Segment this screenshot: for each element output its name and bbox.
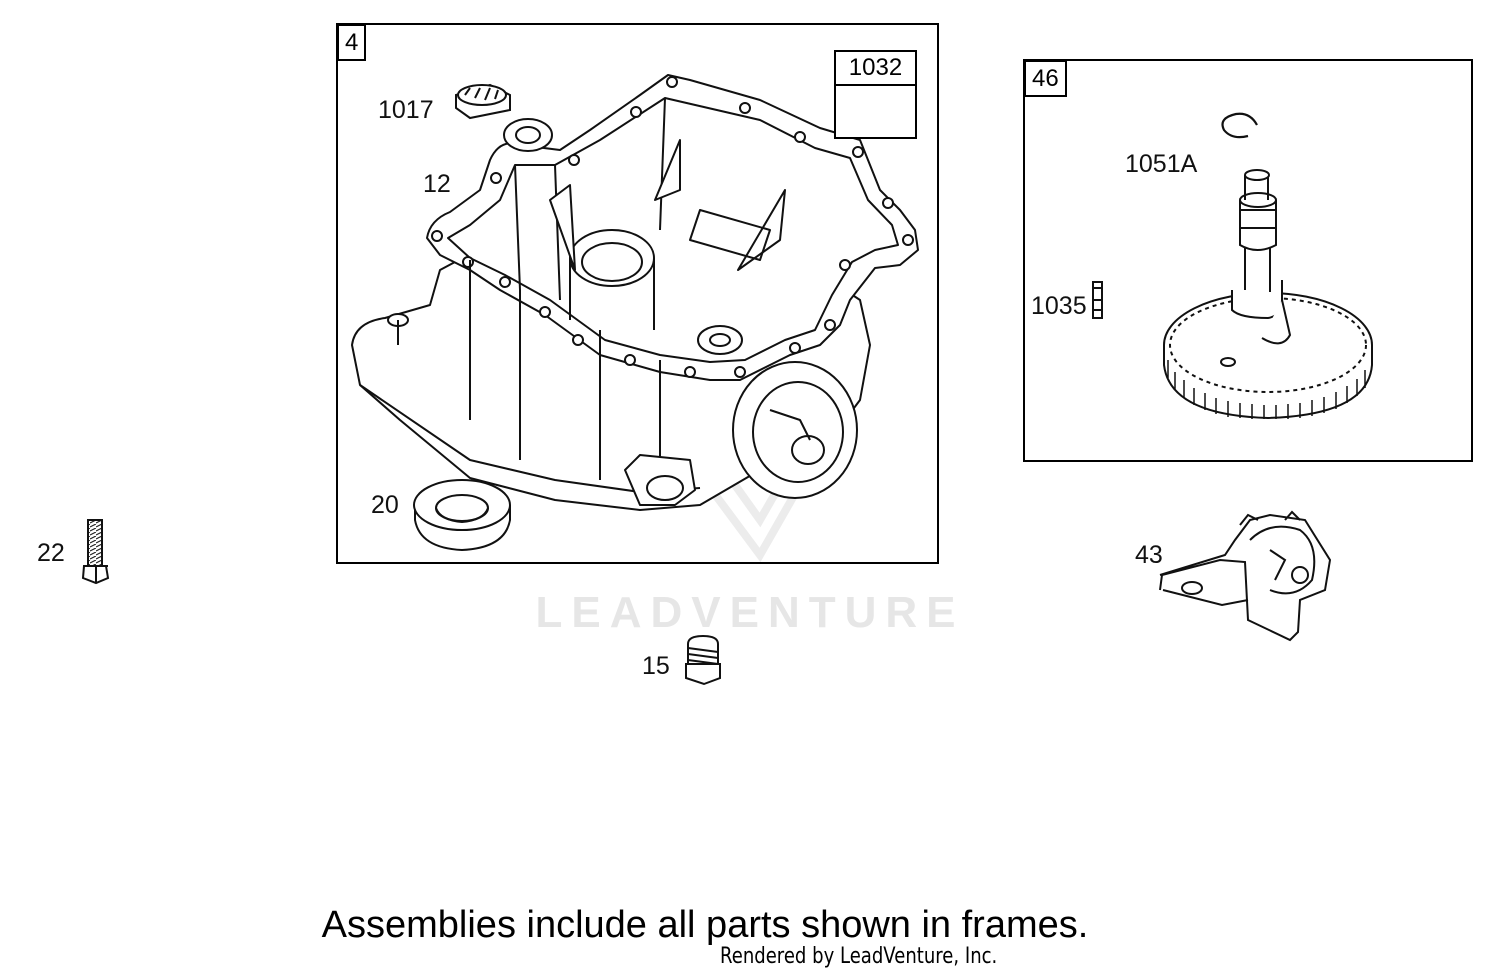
callout-22[interactable]: 22 <box>37 539 65 567</box>
kit-number: 1032 <box>836 52 915 86</box>
sump-assembly-frame: 4 <box>336 23 939 564</box>
callout-15[interactable]: 15 <box>642 652 670 680</box>
watermark-text: LEADVENTURE <box>535 588 965 637</box>
camshaft-assembly-frame: 46 <box>1023 59 1473 462</box>
assembly-note: Assemblies include all parts shown in fr… <box>321 904 1089 946</box>
pin-1035-icon <box>1092 281 1103 319</box>
callout-1035[interactable]: 1035 <box>1031 292 1087 320</box>
callout-20[interactable]: 20 <box>371 491 399 519</box>
plug-1017-icon <box>455 83 511 120</box>
plug-15-icon <box>685 634 721 686</box>
kit-1032-frame: 1032 <box>834 50 917 139</box>
governor-43-icon <box>1159 510 1332 642</box>
sump-frame-number: 4 <box>337 24 367 61</box>
ring-1051a-icon <box>1221 112 1258 139</box>
seal-20-icon <box>413 479 511 552</box>
callout-43[interactable]: 43 <box>1135 541 1163 569</box>
callout-12[interactable]: 12 <box>423 170 451 198</box>
callout-1051a[interactable]: 1051A <box>1125 150 1198 178</box>
watermark-logo-icon <box>704 482 804 563</box>
bolt-22-icon <box>81 519 110 585</box>
camshaft-gear-icon <box>1163 169 1373 420</box>
callout-1017[interactable]: 1017 <box>378 96 434 124</box>
camshaft-frame-number: 46 <box>1024 60 1067 97</box>
sump-icon <box>351 74 919 511</box>
render-credit: Rendered by LeadVenture, Inc. <box>720 944 998 969</box>
